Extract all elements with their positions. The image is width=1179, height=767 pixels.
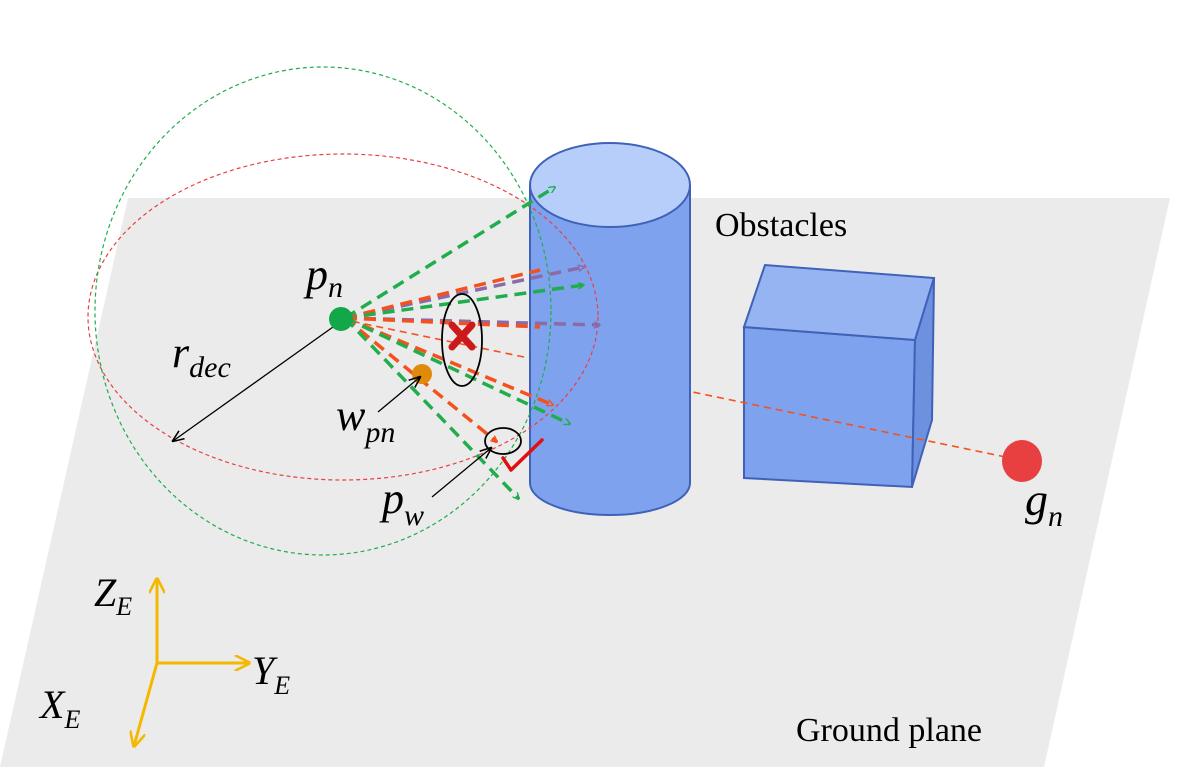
w-pn-label: wpn: [336, 391, 395, 449]
axis-z-base: Z: [94, 570, 117, 615]
w-pn-base: w: [336, 391, 366, 440]
ray-green-2: [344, 285, 584, 320]
ray-green-4: [343, 316, 519, 499]
ray-red-2: [344, 316, 541, 329]
check-mark-icon: [501, 438, 544, 472]
coordinate-axes: [134, 579, 249, 746]
rejected-highlight-ellipse: [441, 293, 483, 387]
p-n-base: p: [303, 250, 328, 299]
obstacles-label: Obstacles: [715, 207, 847, 244]
axis-x-label: XE: [38, 682, 80, 734]
p-w-base: p: [379, 474, 404, 523]
cross-mark-icon: [448, 321, 476, 351]
ray-red-1: [344, 268, 541, 320]
red-sensing-ellipse: [87, 153, 599, 481]
r-dec-sub: dec: [189, 351, 231, 384]
w-pn-sub: pn: [363, 416, 395, 449]
g-n-label: gn: [1025, 474, 1063, 533]
r-dec-base: r: [172, 328, 190, 377]
g-n-base: g: [1025, 474, 1048, 525]
green-sensing-sphere: [94, 66, 552, 556]
selected-highlight-ellipse: [484, 427, 522, 455]
cylinder-obstacle: [529, 142, 691, 516]
axis-z-sub: E: [115, 592, 132, 621]
axis-y-base: Y: [252, 648, 278, 693]
ground-plane-label: Ground plane: [796, 712, 982, 749]
radius-arrow: [173, 321, 341, 441]
current-position-point: [329, 307, 353, 331]
ray-green-1: [344, 185, 555, 320]
p-n-label: pn: [303, 250, 343, 304]
selected-point-pointer-arrow: [431, 448, 491, 498]
r-dec-label: rdec: [172, 328, 231, 384]
p-w-label: pw: [379, 474, 424, 532]
p-w-sub: w: [404, 499, 424, 532]
axis-x-sub: E: [63, 705, 80, 734]
cube-obstacle: [742, 263, 936, 489]
ray-green-3: [344, 316, 570, 426]
axis-y-sub: E: [273, 671, 290, 700]
axis-x-base: X: [38, 682, 66, 727]
goal-point: [1002, 440, 1042, 482]
axis-x-arrow: [134, 662, 159, 746]
axis-z-label: ZE: [94, 570, 132, 621]
waypoint-pointer-arrow: [377, 377, 420, 413]
g-n-sub: n: [1048, 500, 1063, 533]
goal-line: [340, 318, 1021, 461]
axis-y-label: YE: [252, 648, 290, 700]
p-n-sub: n: [328, 271, 343, 304]
